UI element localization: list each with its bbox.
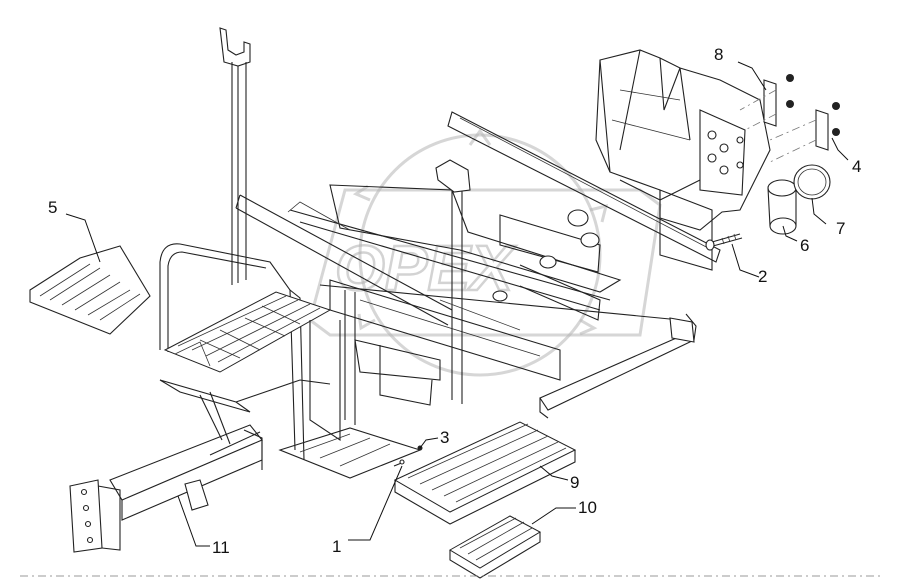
callout-labels: 5 8 4 7 6 2 3 1 9 10 11 [48,45,861,557]
rear-mount-bracket [595,49,771,271]
callout-11: 11 [212,538,230,557]
callout-10: 10 [578,498,597,517]
part-11-drawbar [69,424,263,553]
part-7-ring [793,164,831,200]
callout-9: 9 [570,473,579,492]
callout-4: 4 [852,157,861,176]
vertical-post [219,27,251,285]
callout-6: 6 [800,236,809,255]
callout-2: 2 [758,267,767,286]
part-9-step-grate [393,421,577,525]
callout-5: 5 [48,198,57,217]
main-chassis [287,111,721,425]
callout-1: 1 [332,537,341,556]
callout-8: 8 [714,45,723,64]
leader-lines [65,61,849,547]
part-10-small-grate [449,515,542,579]
callout-7: 7 [836,219,845,238]
part-5-mat [29,245,151,335]
part-1-bolt [393,459,405,467]
watermark-text: OPEX [335,232,516,304]
part-6-bushing [767,179,797,235]
part-2-bolt [705,233,743,251]
part-4-clamp-plate [769,102,840,163]
callout-3: 3 [440,428,449,447]
part-8-clamp-plate [739,74,794,131]
